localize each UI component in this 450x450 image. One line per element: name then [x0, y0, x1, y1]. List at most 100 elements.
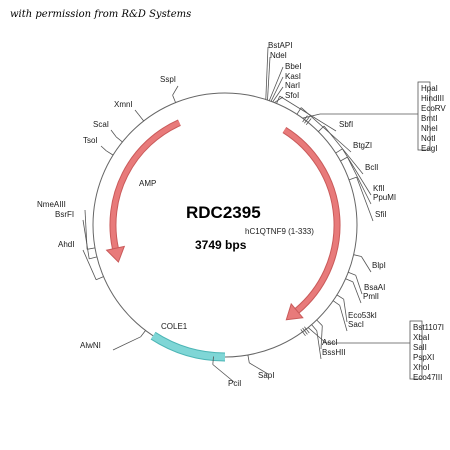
site-leader-line: [342, 148, 372, 196]
site-leader-line: [336, 294, 344, 300]
site-label: HindIII: [421, 94, 444, 103]
site-leader-line: [318, 125, 325, 132]
site-label: KasI: [285, 72, 301, 81]
site-label: BclI: [365, 163, 378, 172]
site-label: NdeI: [270, 51, 287, 60]
site-label: SspI: [160, 75, 176, 84]
site-leader-line: [247, 354, 250, 363]
site-leader-line: [82, 219, 90, 259]
site-leader-line: [348, 271, 356, 276]
site-label: NarI: [285, 81, 300, 90]
site-label: TsoI: [83, 136, 98, 145]
site-leader-line: [249, 362, 269, 375]
site-leader-line: [134, 109, 140, 115]
site-label: ScaI: [93, 120, 109, 129]
site-label: HpaI: [421, 84, 438, 93]
site-leader-line: [112, 336, 141, 351]
site-label: AscI: [322, 338, 338, 347]
site-label: BstAPI: [268, 41, 292, 50]
top-site-cluster: BstAPI NdeI BbeI KasI NarI SfoI: [268, 41, 301, 100]
plasmid-size: 3749 bps: [195, 238, 247, 252]
site-leader-line: [89, 256, 98, 260]
site-leader-line: [172, 85, 179, 96]
site-leader-line: [311, 324, 318, 331]
site-leader-line: [352, 281, 362, 304]
site-leader-line: [110, 129, 117, 138]
site-leader-line: [307, 327, 327, 344]
site-leader-line: [87, 247, 96, 250]
site-leader-line: [361, 256, 372, 273]
site-label: Eco53kI: [348, 311, 377, 320]
credit-line: with permission from R&D Systems: [10, 9, 192, 20]
site-label: BbeI: [285, 62, 301, 71]
feature-layer: [105, 119, 341, 362]
site-leader-line: [340, 156, 348, 162]
site-label: SbfI: [339, 120, 353, 129]
mcs2-bracket: [409, 320, 423, 380]
site-label: SapI: [258, 371, 274, 380]
site-label: PpuMI: [373, 193, 396, 202]
site-label: Eco47III: [413, 373, 442, 382]
insert-arrow: [283, 127, 340, 313]
feature-label-amp: AMP: [139, 179, 156, 188]
plasmid-backbone: [92, 92, 358, 358]
insert-arrowhead: [285, 302, 304, 321]
site-leader-line: [305, 118, 312, 125]
site-leader-line: [115, 136, 123, 143]
site-leader-line: [347, 156, 372, 205]
site-leader-line: [339, 305, 348, 332]
site-leader-line: [82, 249, 97, 280]
plasmid-name: RDC2395: [186, 203, 261, 222]
site-leader-line: [316, 330, 322, 360]
site-leader-line: [212, 356, 214, 365]
site-label: NotI: [421, 134, 436, 143]
site-label: SalI: [413, 343, 427, 352]
site-label: BmtI: [421, 114, 437, 123]
mcs1-bracket: [417, 81, 431, 151]
site-leader-line: [302, 327, 308, 335]
site-leader-line: [265, 46, 269, 100]
site-label: BsrFI: [55, 210, 74, 219]
site-leader-line: [267, 56, 271, 101]
site-leader-line: [274, 96, 284, 103]
site-leader-line: [304, 116, 310, 124]
site-leader-line: [304, 326, 310, 334]
site-tick-layer: [82, 46, 418, 383]
site-label: NmeAIII: [37, 200, 66, 209]
insert-label: hC1QTNF9 (1-333): [245, 227, 314, 236]
site-leader-line: [335, 148, 343, 154]
site-label: PspXI: [413, 353, 434, 362]
site-leader-line: [270, 76, 284, 102]
single-sites: SspI XmnI ScaI TsoI NmeAIII BsrFI AhdI A…: [37, 75, 396, 388]
site-label: EagI: [421, 144, 437, 153]
site-leader-line: [356, 176, 374, 222]
mcs1-site-box: HpaI HindIII EcoRV BmtI NheI NotI EagI: [417, 81, 446, 153]
cole1-origin-fill: [151, 332, 226, 361]
site-label: XhoI: [413, 363, 429, 372]
site-leader-line: [300, 329, 306, 337]
insert-arrow-outline: [282, 127, 341, 314]
site-leader-line: [353, 254, 362, 257]
site-label: SfoI: [285, 91, 299, 100]
site-leader-line: [272, 86, 284, 103]
site-label: EcoRV: [421, 104, 446, 113]
site-leader-line: [268, 66, 284, 101]
site-leader-line: [302, 113, 321, 119]
site-leader-line: [106, 150, 114, 156]
site-leader-line: [355, 275, 363, 295]
site-label: SacI: [348, 320, 364, 329]
site-leader-line: [302, 115, 308, 123]
site-leader-line: [345, 278, 354, 283]
site-leader-line: [300, 107, 352, 153]
site-label: AhdI: [58, 240, 74, 249]
site-leader-line: [348, 176, 357, 181]
amp-arrow: [110, 120, 181, 249]
site-label: BtgZI: [353, 141, 372, 150]
site-leader-line: [172, 95, 176, 103]
site-label: BssHII: [322, 348, 346, 357]
site-label: PciI: [228, 379, 241, 388]
site-leader-line: [212, 364, 235, 383]
site-label: BlpI: [372, 261, 386, 270]
